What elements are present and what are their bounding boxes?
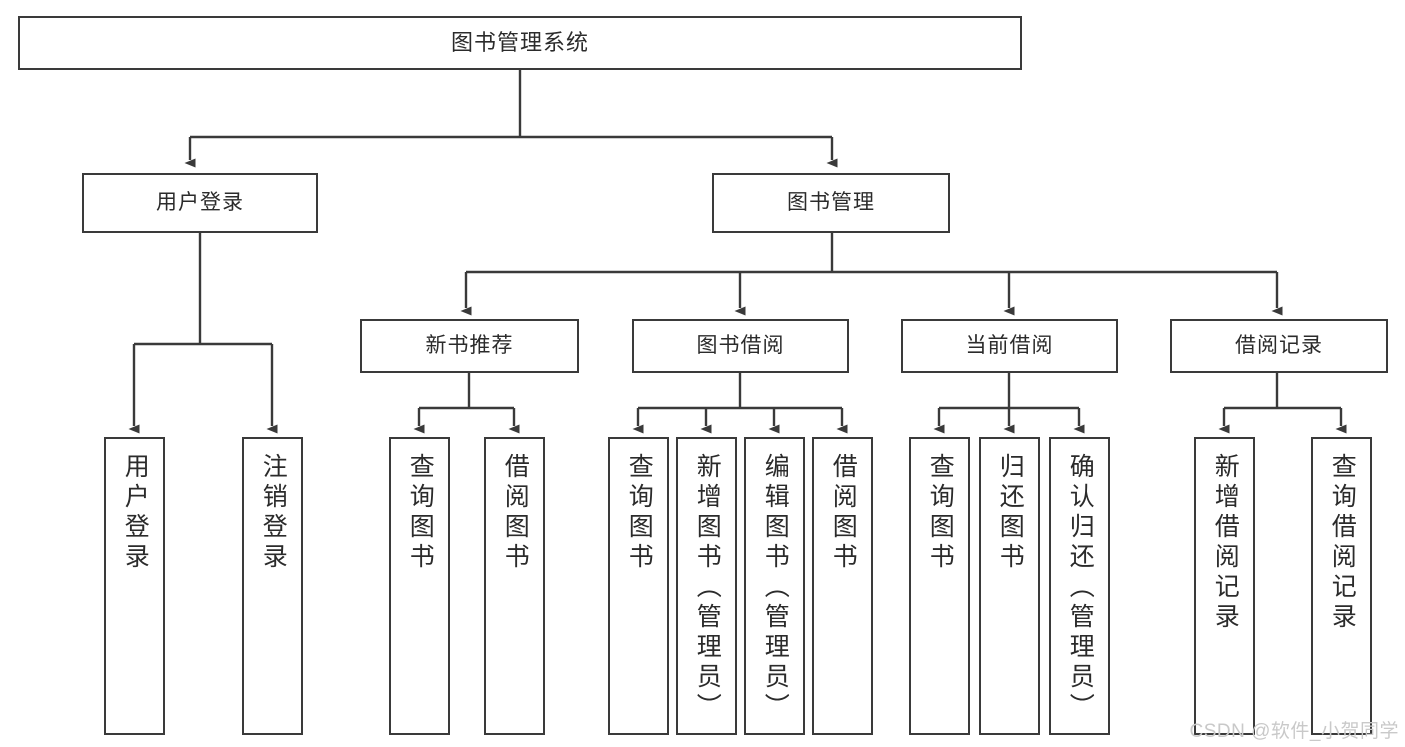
leaf-borrow-book-new[interactable]: 借阅图书 xyxy=(484,437,545,735)
node-label: 当前借阅 xyxy=(965,333,1054,357)
node-label: 编辑图书（管理员） xyxy=(761,453,790,723)
node-label: 借阅图书 xyxy=(501,453,530,573)
node-label: 查询图书 xyxy=(406,453,435,573)
leaf-add-borrow-record[interactable]: 新增借阅记录 xyxy=(1194,437,1255,735)
node-user-login[interactable]: 用户登录 xyxy=(82,173,318,233)
leaf-query-borrow-record[interactable]: 查询借阅记录 xyxy=(1311,437,1372,735)
node-new-book-recommendation[interactable]: 新书推荐 xyxy=(360,319,579,373)
node-current-borrow[interactable]: 当前借阅 xyxy=(901,319,1118,373)
leaf-borrow-book-borrow[interactable]: 借阅图书 xyxy=(812,437,873,735)
leaf-query-book-borrow[interactable]: 查询图书 xyxy=(608,437,669,735)
leaf-logout[interactable]: 注销登录 xyxy=(242,437,303,735)
node-book-management[interactable]: 图书管理 xyxy=(712,173,950,233)
node-label: 图书借阅 xyxy=(696,333,785,357)
node-label: 查询图书 xyxy=(625,453,654,573)
leaf-query-book-current[interactable]: 查询图书 xyxy=(909,437,970,735)
node-label: 用户登录 xyxy=(121,453,150,573)
node-label: 借阅图书 xyxy=(829,453,858,573)
leaf-query-book-new[interactable]: 查询图书 xyxy=(389,437,450,735)
node-label: 归还图书 xyxy=(996,453,1025,573)
node-label: 新书推荐 xyxy=(425,333,514,357)
watermark-text: CSDN @软件_小贺同学 xyxy=(1189,721,1399,742)
node-label: 注销登录 xyxy=(259,453,288,573)
node-label: 用户登录 xyxy=(156,190,244,214)
node-label: 图书管理 xyxy=(787,190,875,214)
leaf-confirm-return-admin[interactable]: 确认归还（管理员） xyxy=(1049,437,1110,735)
node-label: 查询图书 xyxy=(926,453,955,573)
node-label: 确认归还（管理员） xyxy=(1066,453,1095,723)
leaf-edit-book-admin[interactable]: 编辑图书（管理员） xyxy=(744,437,805,735)
node-label: 图书管理系统 xyxy=(450,30,589,56)
node-label: 借阅记录 xyxy=(1235,333,1323,357)
leaf-return-book[interactable]: 归还图书 xyxy=(979,437,1040,735)
leaf-add-book-admin[interactable]: 新增图书（管理员） xyxy=(676,437,737,735)
leaf-user-login[interactable]: 用户登录 xyxy=(104,437,165,735)
node-label: 新增借阅记录 xyxy=(1211,453,1240,633)
node-label: 查询借阅记录 xyxy=(1328,453,1357,633)
node-root-book-management-system[interactable]: 图书管理系统 xyxy=(18,16,1022,70)
node-book-borrow[interactable]: 图书借阅 xyxy=(632,319,849,373)
node-borrow-record[interactable]: 借阅记录 xyxy=(1170,319,1388,373)
node-label: 新增图书（管理员） xyxy=(693,453,722,723)
